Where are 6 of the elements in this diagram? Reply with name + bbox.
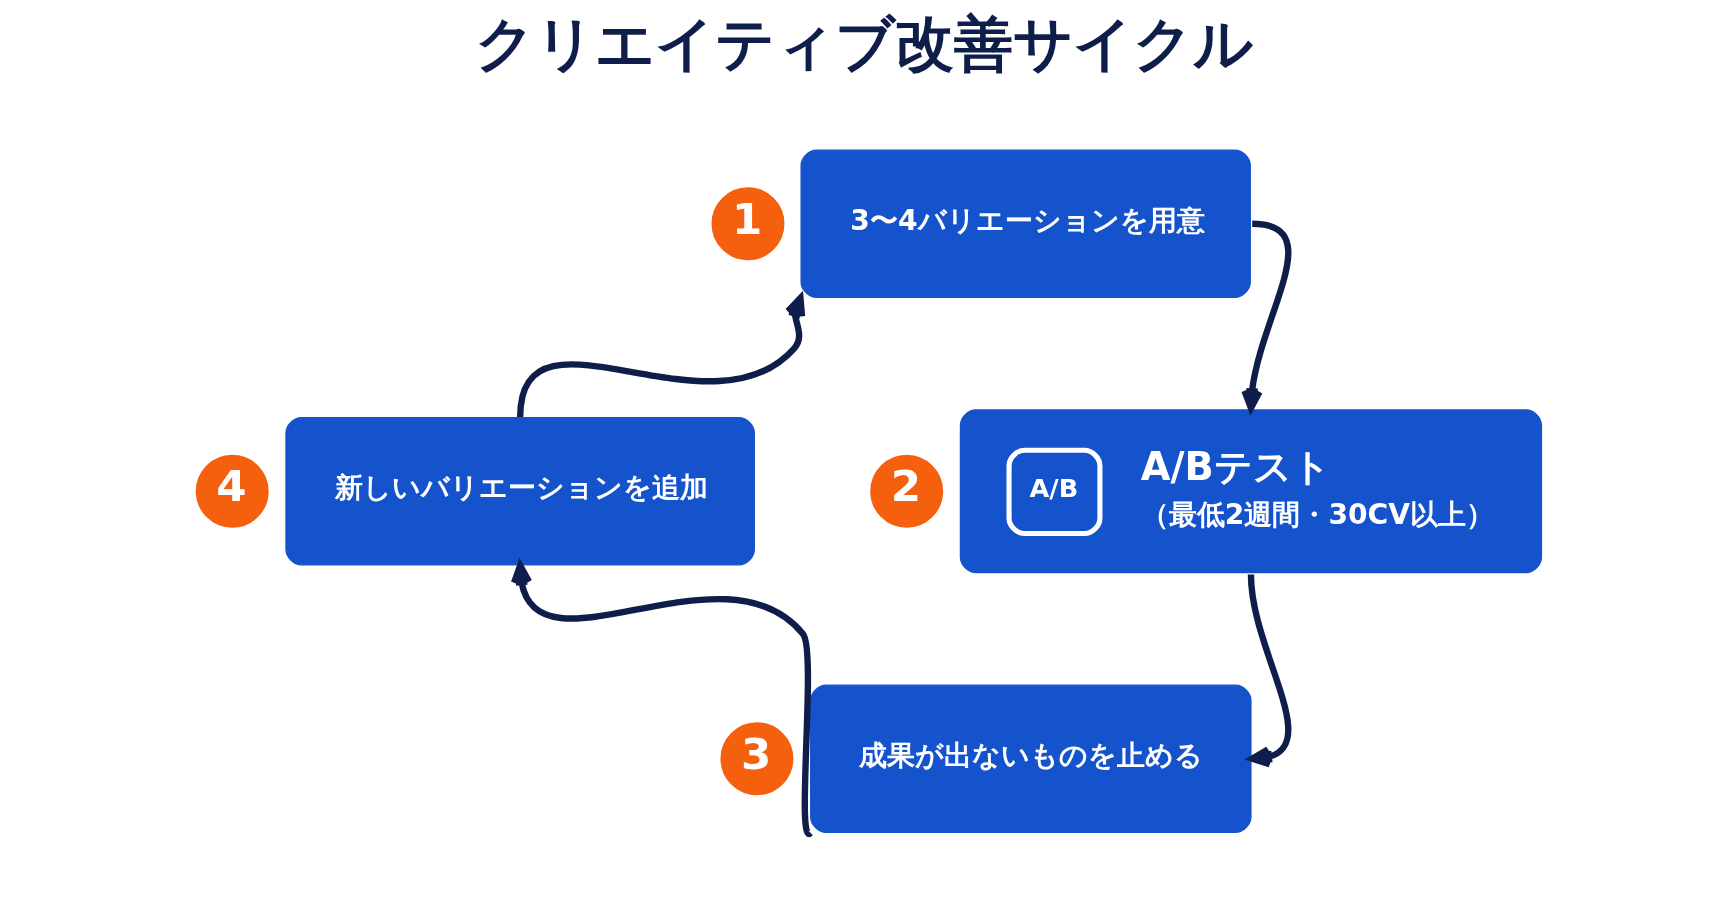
node-box: A/B A/Bテスト （最低2週間・30CV以上）: [959, 409, 1543, 574]
diagram-title: クリエイティブ改善サイクル: [475, 9, 1254, 79]
node-box: 成果が出ないものを止める: [810, 684, 1252, 833]
node-box: 3〜4バリエーションを用意: [800, 149, 1251, 298]
node-box: 新しいバリエーションを追加: [285, 417, 755, 566]
arrow: [1247, 574, 1292, 768]
